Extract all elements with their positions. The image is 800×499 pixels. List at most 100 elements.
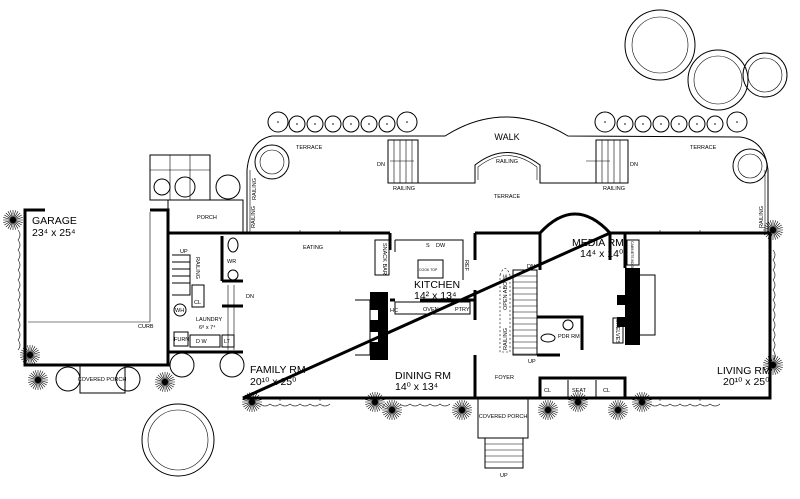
hedge-right — [17, 229, 776, 407]
shrub — [545, 407, 551, 413]
furn-label: FURN — [174, 337, 189, 343]
main-house — [242, 212, 772, 469]
shrub — [350, 123, 352, 125]
terrace-left-label: TERRACE — [296, 145, 323, 151]
sink-label: S — [426, 243, 430, 249]
shrub — [386, 123, 388, 125]
shrub — [736, 121, 738, 123]
cabinets-books-label: CABINETS BOOKS — [630, 241, 634, 273]
shrub — [27, 352, 33, 358]
dining-room-label: DINING RM — [395, 370, 451, 382]
living-room-label: LIVING RM — [717, 365, 771, 377]
shrub-icon — [3, 210, 23, 230]
shrub-icon — [382, 400, 402, 420]
shrub — [575, 399, 581, 405]
shrub — [332, 123, 334, 125]
shrub-icon — [155, 372, 175, 392]
dn-left-label: DN — [377, 162, 385, 168]
walk-label: WALK — [494, 132, 519, 142]
dining-room-dims: 14⁰ x 13⁴ — [395, 381, 438, 393]
railing-side-right-label: RAILING — [759, 206, 765, 228]
shrub — [624, 123, 626, 125]
porch-label: PORCH — [197, 215, 217, 221]
shrub — [770, 362, 776, 368]
snack-bar-label: SNACK BAR — [381, 243, 387, 275]
shrub — [678, 123, 680, 125]
shrub — [616, 115, 634, 133]
family-room-dims: 20¹⁰ x 25⁰ — [250, 376, 297, 388]
dn-laundry-label: DN — [246, 294, 254, 300]
cook-top-label: COOK TOP — [419, 268, 438, 272]
media-room-label: MEDIA RM — [572, 237, 624, 249]
lt-label: LT — [224, 339, 231, 345]
seat-label: SEAT — [572, 388, 587, 394]
laundry-label: LAUNDRY — [196, 317, 223, 323]
cl-left-label: CL — [544, 388, 551, 394]
covered-porch-garage-label: COVERED PORCH — [78, 377, 127, 383]
shrub — [288, 115, 306, 133]
dw-laundry-label: D W — [196, 339, 208, 345]
shrub — [639, 399, 645, 405]
dw-kitchen-label: DW — [436, 243, 446, 249]
shrub — [372, 399, 378, 405]
shrub — [249, 399, 255, 405]
shrub — [652, 115, 670, 133]
kitchen-label: KITCHEN — [414, 279, 460, 291]
shrub-icon — [763, 220, 783, 240]
shrub-icon — [452, 400, 472, 420]
shrub — [306, 115, 324, 133]
media-room-dims: 14⁴ x 14⁰ — [580, 248, 624, 260]
shrub — [368, 123, 370, 125]
shelves-label: SHELVES — [614, 319, 620, 344]
shrub — [324, 115, 342, 133]
shrub — [296, 123, 298, 125]
terrace-outline — [246, 116, 769, 233]
railing-left-label: RAILING — [393, 186, 415, 192]
landscape-trees — [141, 9, 788, 477]
up-front-label: UP — [500, 473, 508, 479]
laundry-block — [166, 231, 245, 378]
foyer-label: FOYER — [495, 375, 514, 381]
shrub-icon — [608, 400, 628, 420]
cl-right-label: CL — [603, 388, 610, 394]
shrub — [459, 407, 465, 413]
railing-laundry-label: RAILING — [194, 257, 200, 279]
railing-arc-label: RAILING — [496, 159, 518, 165]
laundry-dims: 6⁸ x 7⁴ — [199, 324, 216, 331]
wr-label: WR — [227, 259, 236, 265]
garage-area — [23, 154, 244, 394]
hc-label: HC — [390, 308, 398, 314]
shrub — [615, 407, 621, 413]
shrub-icon — [20, 345, 40, 365]
oven-label: OVEN — [423, 307, 439, 313]
shrub-icon — [28, 370, 48, 390]
shrub-icon — [568, 392, 588, 412]
dn-stair-label: DN — [527, 264, 535, 270]
garage-dims: 23⁴ x 25⁴ — [32, 227, 75, 239]
wh-label: WH — [175, 308, 184, 314]
shrub — [670, 115, 688, 133]
railing-right-label: RAILING — [603, 186, 625, 192]
curb-label: CURB — [138, 324, 154, 330]
shrub-row — [267, 111, 748, 133]
shrub — [162, 379, 168, 385]
shrub — [360, 115, 378, 133]
shrub — [267, 111, 289, 133]
dn-right-label: DN — [630, 162, 638, 168]
up-stair-label: UP — [528, 359, 536, 365]
family-room-label: FAMILY RM — [250, 364, 306, 376]
shrub-icon — [365, 392, 385, 412]
living-room-dims: 20¹⁰ x 25⁰ — [723, 376, 770, 388]
open-above-label: OPEN ABOVE — [503, 274, 509, 310]
shrub — [604, 121, 606, 123]
railing-stair-label: RAILING — [503, 328, 509, 350]
ptry-label: PTRY — [455, 307, 470, 313]
shrub — [642, 123, 644, 125]
railing-porch-label: RAILING — [252, 178, 258, 200]
shrub — [688, 115, 706, 133]
shrub — [396, 111, 418, 133]
railing-side-left-label: RAILING — [251, 206, 257, 228]
shrub — [378, 115, 396, 133]
kitchen-dims: 14² x 13⁴ — [414, 290, 456, 302]
